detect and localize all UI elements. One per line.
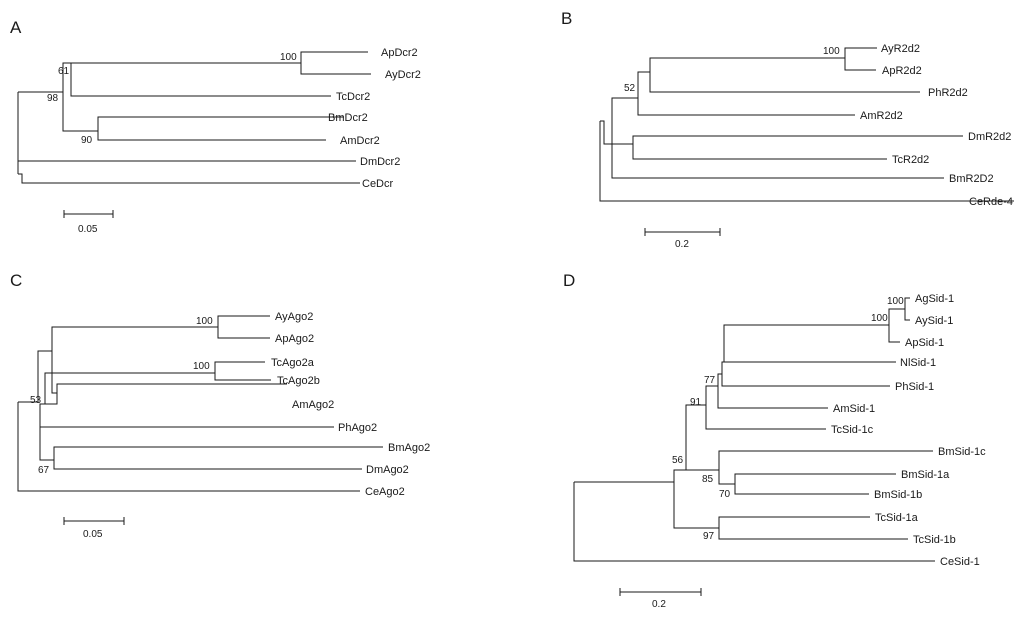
bootstrap-value: 52 bbox=[624, 83, 636, 94]
bootstrap-value: 85 bbox=[702, 474, 714, 485]
bootstrap-value: 100 bbox=[823, 46, 840, 57]
bootstrap-value: 77 bbox=[704, 375, 716, 386]
leaf-label: TcAgo2a bbox=[271, 357, 315, 369]
leaf-label: AmR2d2 bbox=[860, 110, 903, 122]
leaf-label: TcSid-1a bbox=[875, 512, 919, 524]
panel-letter: A bbox=[10, 18, 22, 37]
leaf-label: NlSid-1 bbox=[900, 357, 936, 369]
leaf-label: AgSid-1 bbox=[915, 293, 954, 305]
leaf-label: AmAgo2 bbox=[292, 399, 334, 411]
scale-bar: 0.2 bbox=[644, 228, 721, 250]
tree-branches bbox=[17, 51, 371, 184]
panel-letter: D bbox=[563, 271, 575, 290]
leaf-label: TcSid-1c bbox=[831, 424, 874, 436]
bootstrap-value: 67 bbox=[38, 465, 50, 476]
leaf-label: BmSid-1a bbox=[901, 469, 950, 481]
bootstrap-value: 100 bbox=[196, 316, 213, 327]
panel-c: C AyAgo2 ApAgo2 TcAgo2a TcAgo2b AmAgo2 P… bbox=[10, 271, 430, 540]
leaf-label: CeDcr bbox=[362, 178, 394, 190]
leaf-label: PhR2d2 bbox=[928, 87, 968, 99]
leaf-label: AyR2d2 bbox=[881, 43, 920, 55]
scale-bar-label: 0.05 bbox=[78, 224, 98, 235]
bootstrap-value: 97 bbox=[703, 531, 715, 542]
tree-branches bbox=[17, 315, 383, 492]
leaf-label: TcSid-1b bbox=[913, 534, 956, 546]
bootstrap-value: 56 bbox=[672, 455, 684, 466]
leaf-label: AmDcr2 bbox=[340, 135, 380, 147]
scale-bar: 0.2 bbox=[619, 588, 702, 610]
leaf-label: TcDcr2 bbox=[336, 91, 370, 103]
leaf-label: ApAgo2 bbox=[275, 333, 314, 345]
leaf-label: PhSid-1 bbox=[895, 381, 934, 393]
leaf-label: TcAgo2b bbox=[277, 375, 320, 387]
leaf-label: TcR2d2 bbox=[892, 154, 929, 166]
leaf-label: AyDcr2 bbox=[385, 69, 421, 81]
panel-a: A ApDcr2 AyDcr2 TcDcr2 BmDcr2 AmDcr2 DmD… bbox=[10, 18, 421, 235]
leaf-label: BmSid-1c bbox=[938, 446, 986, 458]
bootstrap-value: 61 bbox=[58, 66, 70, 77]
scale-bar-label: 0.2 bbox=[652, 599, 666, 610]
bootstrap-value: 90 bbox=[81, 135, 93, 146]
scale-bar: 0.05 bbox=[63, 517, 125, 540]
scale-bar: 0.05 bbox=[63, 210, 114, 235]
leaf-label: AmSid-1 bbox=[833, 403, 875, 415]
bootstrap-value: 100 bbox=[280, 52, 297, 63]
leaf-label: ApSid-1 bbox=[905, 337, 944, 349]
leaf-label: DmAgo2 bbox=[366, 464, 409, 476]
leaf-label: BmSid-1b bbox=[874, 489, 922, 501]
leaf-label: BmR2D2 bbox=[949, 173, 994, 185]
panel-letter: C bbox=[10, 271, 22, 290]
bootstrap-value: 100 bbox=[871, 313, 888, 324]
bootstrap-value: 100 bbox=[193, 361, 210, 372]
bootstrap-value: 98 bbox=[47, 93, 59, 104]
leaf-label: ApR2d2 bbox=[882, 65, 922, 77]
leaf-label: CeSid-1 bbox=[940, 556, 980, 568]
panel-letter: B bbox=[561, 9, 572, 28]
panel-d: D AgSid-1 AySid-1 ApSid-1 NlSid-1 PhSid-… bbox=[563, 271, 986, 610]
panel-b: B AyR2d2 ApR2d2 PhR2d2 AmR2d2 DmR2d2 TcR… bbox=[561, 9, 1014, 250]
scale-bar-label: 0.05 bbox=[83, 529, 103, 540]
bootstrap-value: 53 bbox=[30, 395, 42, 406]
leaf-label: CeAgo2 bbox=[365, 486, 405, 498]
scale-bar-label: 0.2 bbox=[675, 239, 689, 250]
tree-branches bbox=[573, 297, 935, 562]
leaf-label: AySid-1 bbox=[915, 315, 953, 327]
leaf-label: CeRde-4 bbox=[969, 196, 1013, 208]
leaf-label: DmR2d2 bbox=[968, 131, 1011, 143]
bootstrap-value: 100 bbox=[887, 296, 904, 307]
bootstrap-value: 70 bbox=[719, 489, 731, 500]
leaf-label: PhAgo2 bbox=[338, 422, 377, 434]
leaf-label: ApDcr2 bbox=[381, 47, 418, 59]
leaf-label: BmAgo2 bbox=[388, 442, 430, 454]
leaf-label: DmDcr2 bbox=[360, 156, 400, 168]
leaf-label: BmDcr2 bbox=[328, 112, 368, 124]
bootstrap-value: 91 bbox=[690, 397, 702, 408]
tree-branches bbox=[599, 47, 1014, 202]
leaf-label: AyAgo2 bbox=[275, 311, 313, 323]
